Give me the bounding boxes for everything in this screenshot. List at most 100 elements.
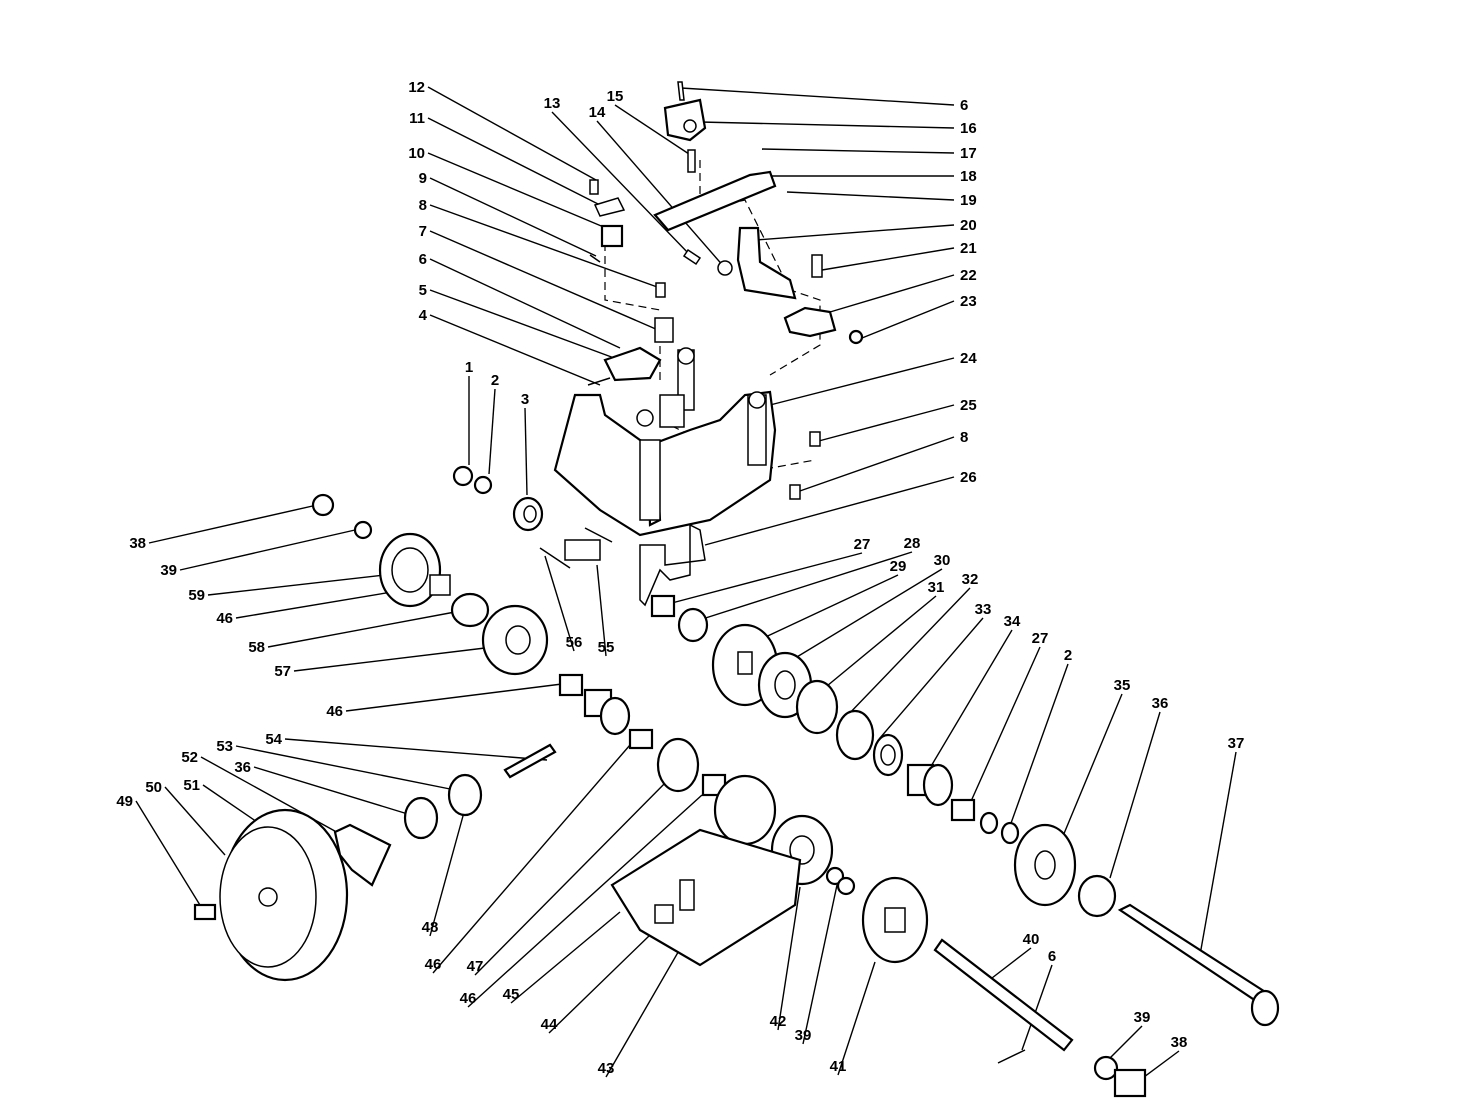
roll-pin [687, 149, 696, 173]
spring [587, 377, 611, 386]
callout-label: 34 [1004, 613, 1021, 630]
callout-label: 6 [419, 251, 427, 268]
leader-line [548, 934, 651, 1034]
leader-line [429, 204, 661, 289]
leader-line [844, 587, 971, 719]
hex-nut [848, 329, 864, 345]
callout-label: 32 [962, 571, 979, 588]
callout-label: 48 [422, 919, 439, 936]
leader-line [345, 683, 563, 712]
callout-label: 43 [598, 1060, 615, 1077]
leader-line [781, 568, 943, 667]
fastener [589, 179, 599, 195]
callout-label: 27 [854, 536, 871, 553]
callout-label: 14 [589, 104, 606, 121]
shaft-40 [933, 938, 1074, 1052]
leader-line [164, 786, 226, 856]
leader-line [1139, 1050, 1180, 1081]
callout-label: 19 [960, 192, 977, 209]
callout-label: 50 [145, 779, 162, 796]
leader-line [429, 230, 659, 331]
leader-line [699, 121, 955, 129]
callout-label: 47 [467, 958, 484, 975]
callout-label: 39 [795, 1027, 812, 1044]
leader-line [253, 766, 412, 816]
leader-line [488, 388, 496, 475]
leader-line [837, 961, 876, 1076]
leader-line [1109, 711, 1161, 879]
lever-bracket [736, 226, 797, 300]
control-knob [663, 98, 707, 142]
callout-labels: 1211109876541314156161718192021222324258… [116, 79, 1244, 1077]
callout-label: 46 [326, 703, 343, 720]
bearing-36 [1077, 874, 1117, 918]
callout-label: 8 [419, 197, 427, 214]
callout-label: 6 [1048, 948, 1056, 965]
callout-label: 26 [960, 469, 977, 486]
leader-line [1062, 693, 1123, 837]
leader-line [524, 407, 528, 496]
leader-line [429, 177, 597, 257]
leader-line [967, 646, 1041, 809]
callout-label: 30 [934, 552, 951, 569]
callout-label: 46 [460, 990, 477, 1007]
callout-label: 33 [975, 601, 992, 618]
screw [682, 248, 702, 266]
callout-label: 10 [408, 145, 425, 162]
callout-label: 51 [183, 777, 200, 794]
callout-label: 2 [491, 372, 499, 389]
callout-label: 6 [960, 97, 968, 114]
leader-line [680, 87, 955, 106]
leader-line [474, 774, 674, 976]
callout-label: 54 [265, 731, 282, 748]
callout-label: 5 [419, 282, 427, 299]
leader-line [1021, 964, 1053, 1051]
callout-label: 39 [160, 562, 177, 579]
callout-label: 4 [419, 307, 428, 324]
callout-label: 41 [830, 1058, 847, 1075]
callout-label: 46 [216, 610, 233, 627]
leader-line [1199, 751, 1237, 956]
retainer [593, 197, 626, 217]
callout-label: 27 [1032, 630, 1049, 647]
leader-line [777, 886, 801, 1031]
leader-line [786, 191, 955, 201]
leader-line [667, 552, 863, 605]
leader-line [235, 745, 456, 791]
callout-label: 53 [216, 738, 233, 755]
lower-cover [610, 828, 802, 967]
leader-line [429, 314, 601, 386]
pulley-bolt [193, 903, 217, 921]
leader-line [809, 595, 937, 701]
leader-line [293, 647, 486, 672]
axle-37 [1117, 903, 1272, 1007]
pin [677, 81, 685, 101]
callout-label: 58 [248, 639, 265, 656]
callout-label: 21 [960, 240, 977, 257]
spring-small [589, 254, 601, 263]
callout-label: 46 [425, 956, 442, 973]
washer-small [717, 260, 733, 276]
leader-line [544, 555, 575, 652]
leader-line [769, 357, 955, 406]
callout-label: 12 [408, 79, 425, 96]
transmission-housing [553, 390, 777, 537]
leader-line [427, 86, 597, 181]
leader-line [861, 300, 955, 339]
cam-plate [603, 346, 662, 382]
leader-line [510, 911, 621, 1004]
leader-line [596, 120, 726, 269]
leader-line [614, 104, 693, 157]
callout-label: 23 [960, 293, 977, 310]
callout-label: 8 [960, 429, 968, 446]
leader-line [429, 289, 626, 363]
callout-label: 44 [541, 1016, 558, 1033]
callout-label: 29 [890, 558, 907, 575]
shift-lever [653, 170, 777, 232]
leader-line [267, 611, 456, 648]
leader-line [821, 247, 955, 271]
leader-line [429, 258, 621, 349]
leader-line [429, 804, 467, 937]
leader-line [761, 148, 955, 154]
